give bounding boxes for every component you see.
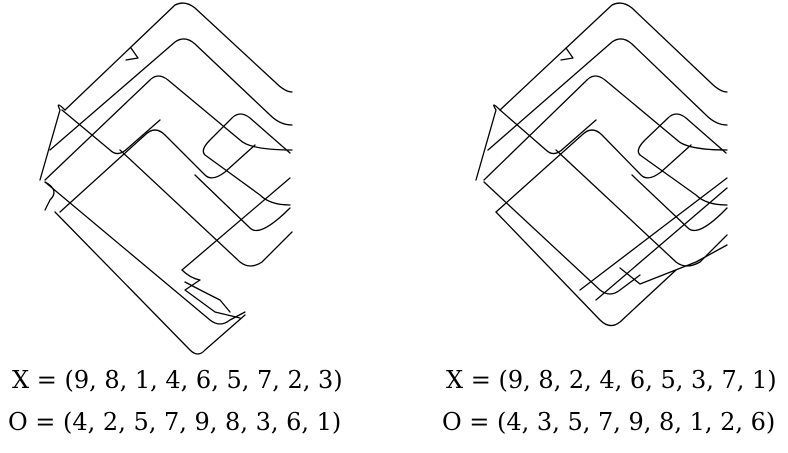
knot-diagram-left xyxy=(39,2,293,355)
knot-strand xyxy=(475,104,501,181)
knot-strand xyxy=(499,2,728,111)
knot-strand xyxy=(202,113,291,156)
knot-strand xyxy=(495,129,692,213)
knot-strand xyxy=(44,181,246,325)
o-sequence-left: O = (4, 2, 5, 7, 9, 8, 3, 6, 1) xyxy=(8,408,342,436)
orientation-arrow xyxy=(125,47,139,61)
knot-strand xyxy=(595,187,728,301)
knot-strand xyxy=(204,154,291,206)
knot-strand xyxy=(119,149,293,267)
knot-strand xyxy=(44,181,55,211)
knot-strand xyxy=(495,211,677,327)
x-sequence-right: X = (9, 8, 2, 4, 6, 5, 3, 7, 1) xyxy=(446,366,777,394)
knot-strand xyxy=(49,38,293,151)
knot-diagram-right xyxy=(475,2,728,327)
o-sequence-right: O = (4, 3, 5, 7, 9, 8, 1, 2, 6) xyxy=(442,408,776,436)
knot-strand xyxy=(555,149,728,267)
knot-strand xyxy=(499,109,597,155)
knot-strand xyxy=(194,174,291,232)
knot-strand xyxy=(184,281,231,313)
knot-strand xyxy=(631,174,728,232)
knot-strand xyxy=(54,211,246,355)
knot-strand xyxy=(61,109,161,155)
knot-strand xyxy=(579,177,728,291)
knot-strand xyxy=(487,38,728,151)
orientation-arrow xyxy=(560,47,574,61)
knot-strand xyxy=(64,2,293,111)
knot-strand xyxy=(181,177,291,271)
knot-strand xyxy=(59,129,256,213)
knot-strand xyxy=(483,75,728,181)
knot-strand xyxy=(483,181,641,295)
knot-strand xyxy=(39,104,66,181)
x-sequence-left: X = (9, 8, 1, 4, 6, 5, 7, 2, 3) xyxy=(12,366,343,394)
knot-strand xyxy=(619,244,728,285)
knot-strand xyxy=(181,269,241,319)
knot-strand xyxy=(637,113,727,156)
knot-strand xyxy=(44,75,293,181)
knot-strand xyxy=(639,154,728,206)
